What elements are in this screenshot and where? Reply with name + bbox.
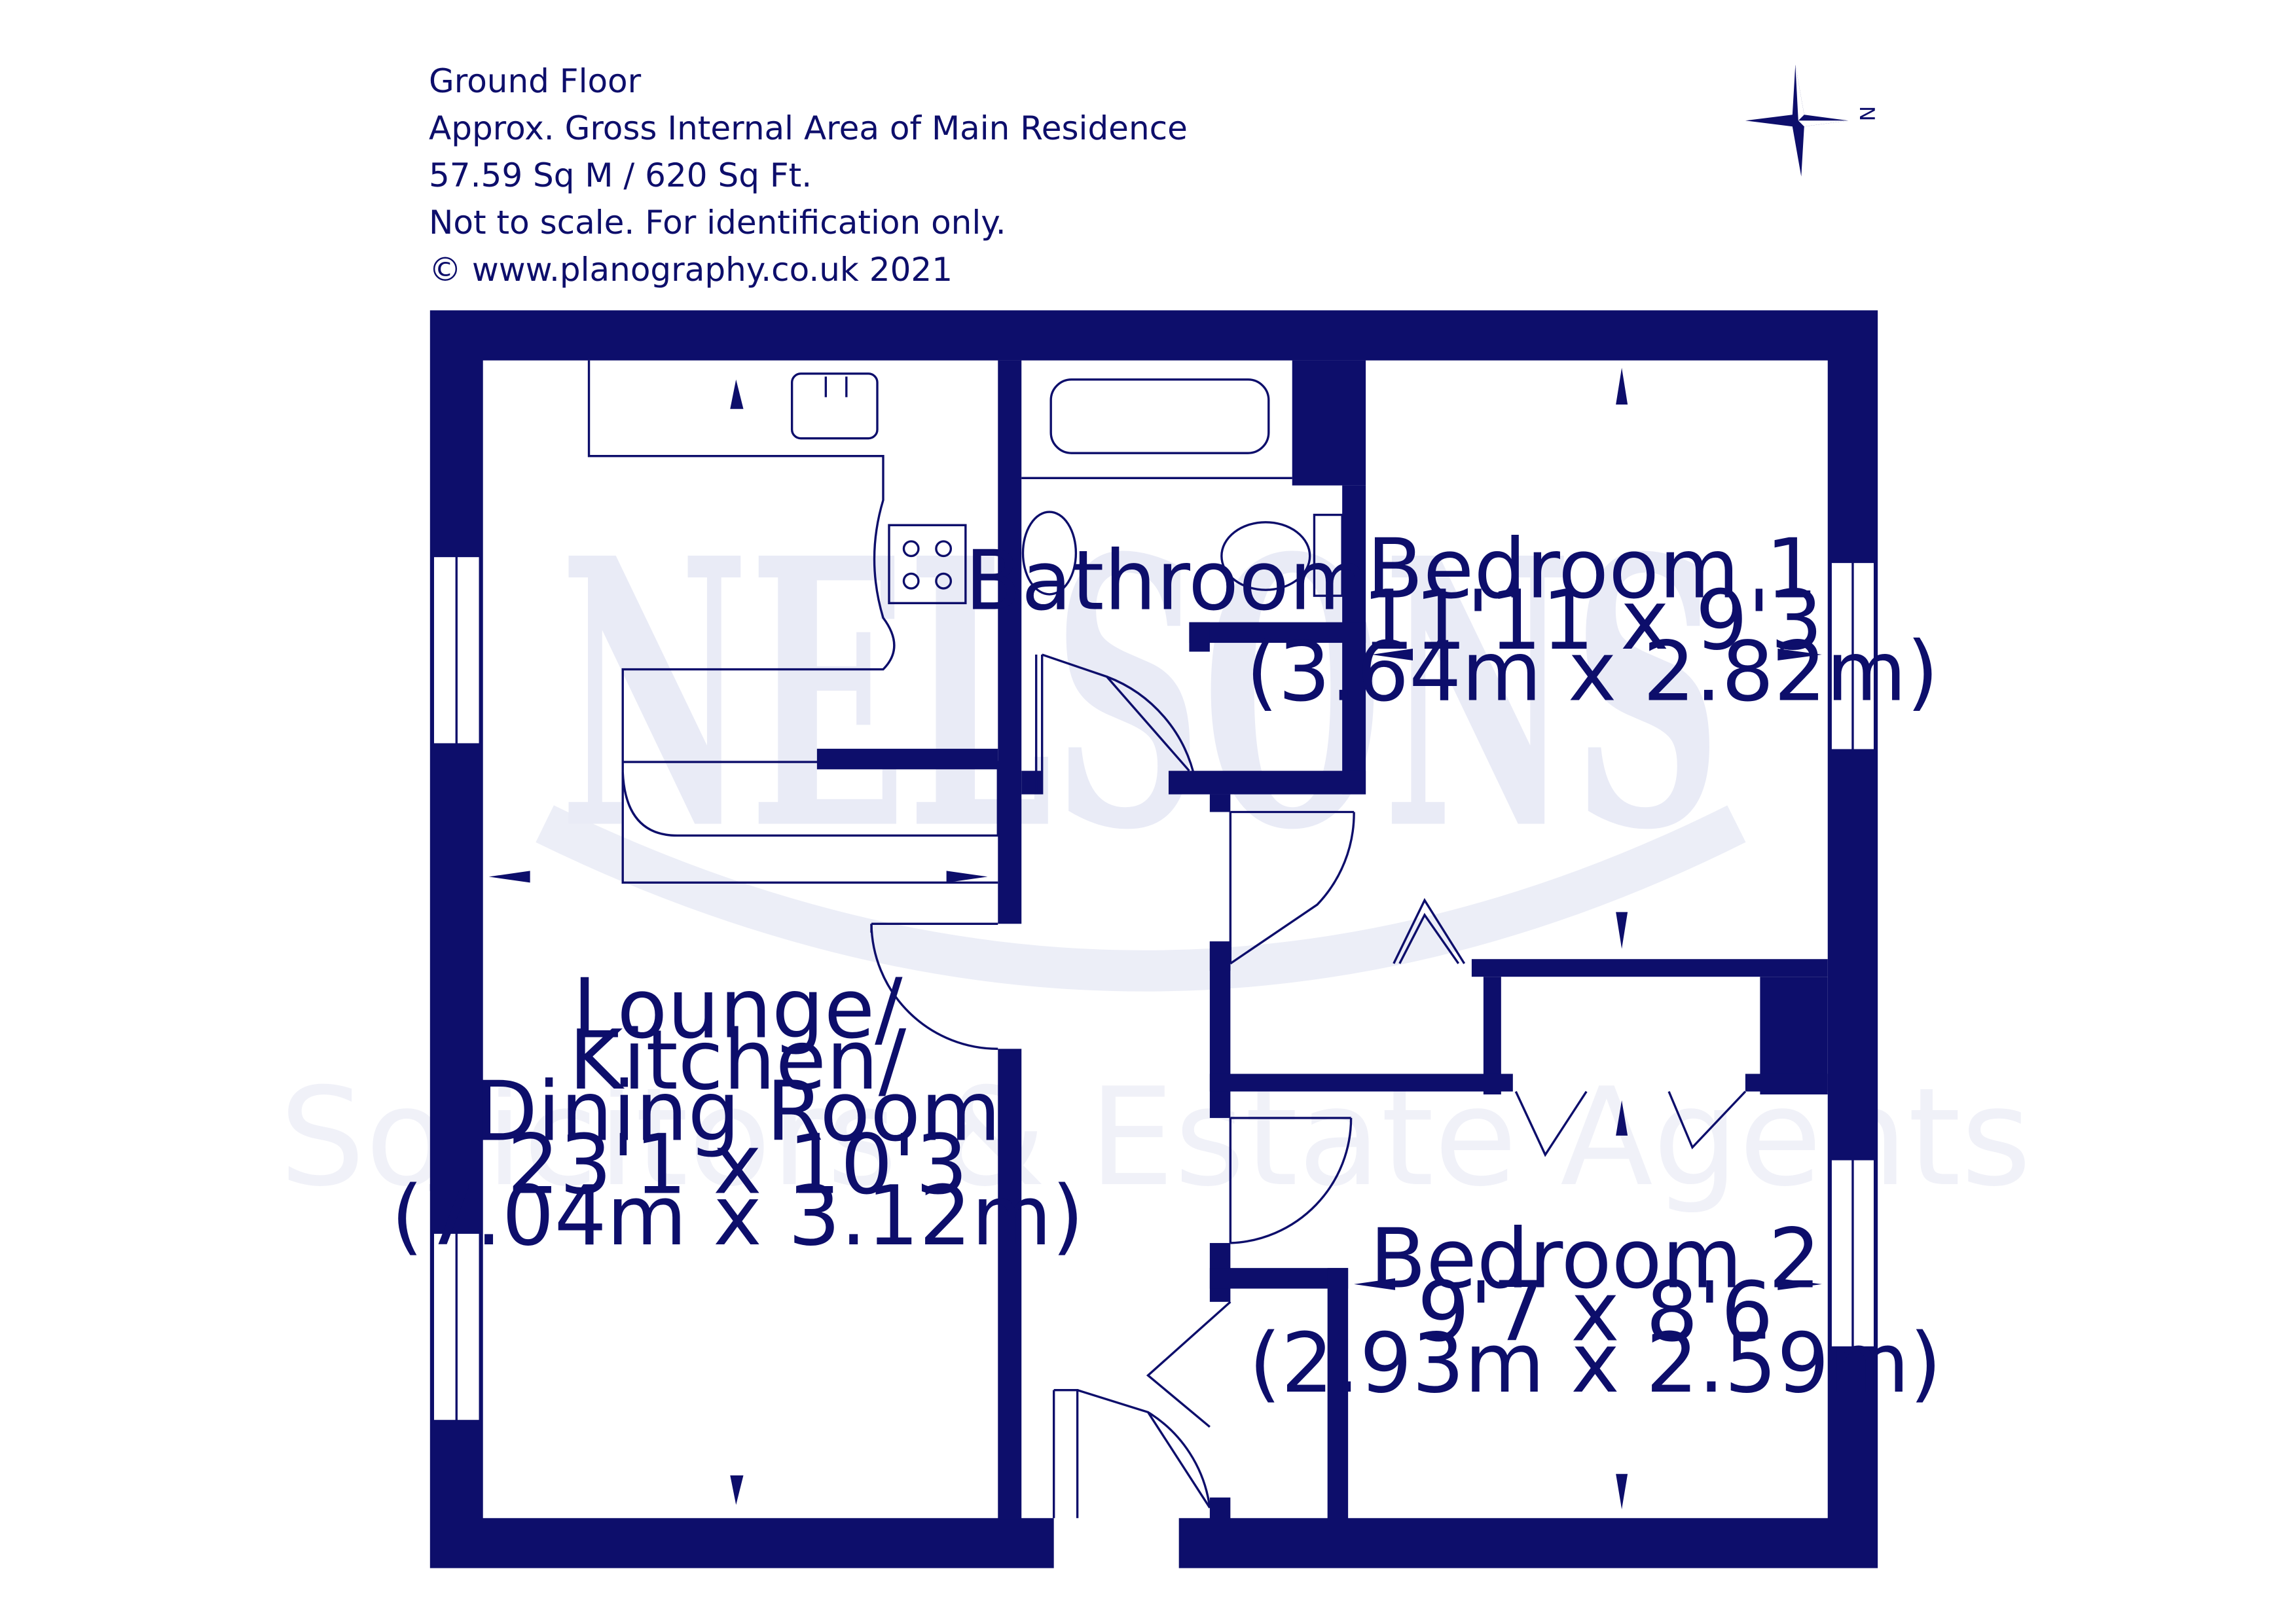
windows xyxy=(431,554,1876,1422)
wall-bath-cupboard xyxy=(1189,622,1366,643)
area-title: Approx. Gross Internal Area of Main Resi… xyxy=(429,109,1188,147)
sink-icon xyxy=(790,372,879,440)
door-cupboards xyxy=(1514,1091,1747,1157)
compass-north-label: N xyxy=(1855,106,1878,122)
lounge-metric: (7.04m x 3.12m) xyxy=(391,1168,1084,1264)
wall-store-bed2 xyxy=(1327,1268,1349,1521)
toilet-icon xyxy=(1220,521,1311,591)
walls xyxy=(429,310,1878,1568)
toilet-cistern xyxy=(1313,513,1343,597)
fixtures xyxy=(587,360,1343,884)
door-lounge xyxy=(870,922,998,1050)
bedroom2-imperial: 9'7 x 8'6 xyxy=(1417,1263,1774,1360)
watermark-tagline: Solicitors & Estate Agents xyxy=(280,1058,2032,1216)
copyright: © www.planography.co.uk 2021 xyxy=(429,251,953,289)
door-cupboard-bed1 xyxy=(1393,897,1466,964)
door-bedroom1 xyxy=(1229,810,1355,965)
wall-stub-e xyxy=(1209,1497,1231,1521)
bedroom2-metric: (2.93m x 2.59m) xyxy=(1249,1315,1942,1411)
lounge-imperial: 23'1 x 10'3 xyxy=(507,1117,968,1213)
wall-cupboard-left xyxy=(1209,941,1231,1118)
door-store xyxy=(1146,1301,1231,1508)
floor-title: Ground Floor xyxy=(429,62,642,100)
dimension-arrows xyxy=(488,367,1822,1509)
door-bedroom2 xyxy=(1229,1117,1353,1244)
wall-lounge-hall xyxy=(998,1049,1022,1520)
wall-kitchen-bath xyxy=(998,360,1022,924)
lounge-name-3: Dining Room xyxy=(474,1064,1001,1160)
wall-store-top xyxy=(1209,1268,1349,1289)
door-front xyxy=(1052,1388,1211,1519)
wall-stub-a xyxy=(1189,622,1210,652)
wall-kitchen-partition xyxy=(816,748,998,770)
watermark-swoosh xyxy=(536,805,1746,992)
doors xyxy=(870,653,1747,1519)
compass-rose-icon: N xyxy=(1745,64,1878,177)
wall-bed1-bottom xyxy=(1471,959,1828,977)
bathroom-name: Bathroom xyxy=(965,532,1370,628)
wall-stub-c xyxy=(1209,794,1231,812)
lounge-name-2: Kitchen/ xyxy=(569,1012,907,1108)
washbasin-icon xyxy=(1021,511,1078,596)
kitchen-counter xyxy=(587,360,998,884)
plan-header: Ground Floor Approx. Gross Internal Area… xyxy=(429,58,1411,293)
kitchen-peninsula xyxy=(621,761,999,837)
bedroom1-name: Bedroom 1 xyxy=(1367,520,1818,617)
bedroom2-name: Bedroom 2 xyxy=(1370,1210,1821,1307)
lounge-name-1: Lounge/ xyxy=(572,960,903,1056)
hob-icon xyxy=(888,524,967,605)
wall-cupboard-bottom-right xyxy=(1745,1074,1828,1092)
area-value: 57.59 Sq M / 620 Sq Ft. xyxy=(429,156,812,194)
disclaimer: Not to scale. For identification only. xyxy=(429,204,1006,242)
wall-cupboard-bottom xyxy=(1209,1074,1513,1092)
wall-bath-bed1 xyxy=(1292,360,1366,486)
room-labels: Lounge/ Kitchen/ Dining Room 23'1 x 10'3… xyxy=(391,520,1941,1411)
bath-icon xyxy=(1049,378,1270,454)
wall-stub-b xyxy=(1021,770,1042,795)
bedroom1-metric: (3.64m x 2.82m) xyxy=(1246,624,1939,720)
bedroom1-imperial: 11'11 x 9'3 xyxy=(1362,572,1823,668)
wall-bath-hall xyxy=(1168,770,1366,795)
